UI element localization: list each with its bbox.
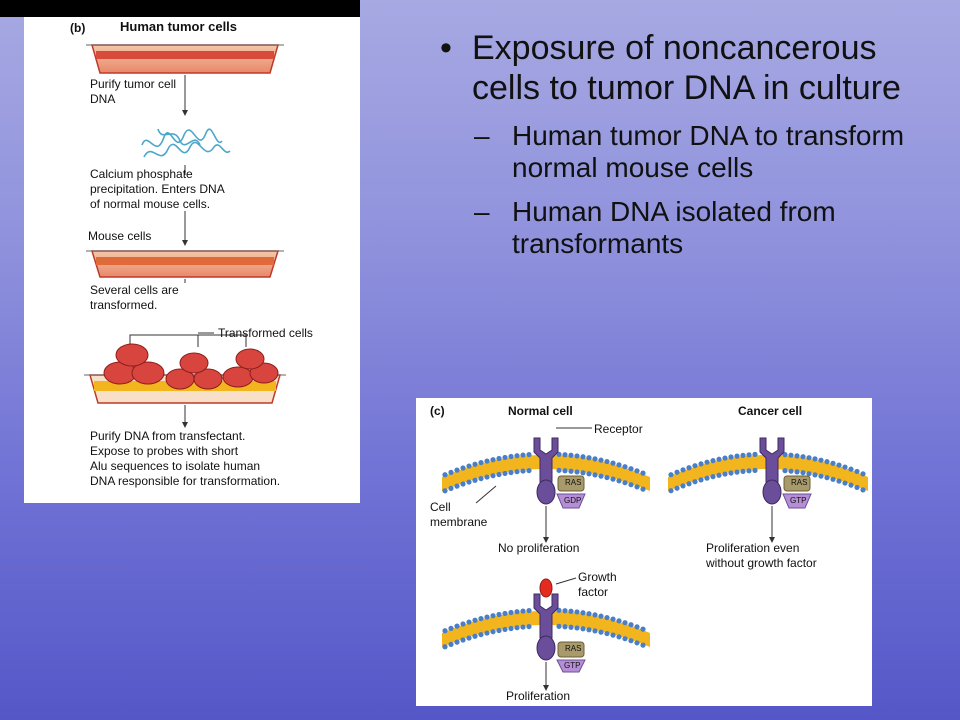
top-black-bar <box>0 0 360 17</box>
tumor-cell-dish <box>86 44 284 74</box>
no-proliferation-label: No proliferation <box>498 541 580 555</box>
bullet-sub-1: – Human tumor DNA to transform normal mo… <box>440 120 940 184</box>
step3-line2: transformed. <box>90 298 158 312</box>
growth-factor-line1: Growth <box>578 570 617 584</box>
step1-line2: DNA <box>90 92 116 106</box>
ras-label-cancer: RAS <box>791 478 808 487</box>
cancer-cell-membrane <box>668 451 868 494</box>
bullet-main: • Exposure of noncancerous cells to tumo… <box>440 28 940 108</box>
bullet-sub-2: – Human DNA isolated from transformants <box>440 196 940 260</box>
growth-factor-label: Growth factor <box>578 570 617 600</box>
panel-b-label: (b) <box>70 21 86 35</box>
step-purify-transfectant: Purify DNA from transfectant. Expose to … <box>90 429 280 489</box>
step2-line2: precipitation. Enters DNA <box>90 182 225 196</box>
dna-strands-graphic <box>141 128 231 158</box>
bullet-dash-icon: – <box>474 120 490 151</box>
gtp-label-bound: GTP <box>564 661 581 670</box>
panel-b-title: Human tumor cells <box>120 19 238 34</box>
growth-factor-receptor-icon <box>533 578 559 661</box>
step4-line4: DNA responsible for transformation. <box>90 474 281 488</box>
step4-line3: Alu sequences to isolate human <box>90 459 261 473</box>
panel-b-graphics <box>84 44 286 428</box>
cell-membrane-line1: Cell <box>430 500 451 514</box>
step-purify-tumor-dna: Purify tumor cell DNA <box>90 77 176 107</box>
step3-line1: Several cells are <box>90 283 179 297</box>
proliferation-even-line2: without growth factor <box>706 556 817 570</box>
step-several-transformed: Several cells are transformed. <box>90 283 179 313</box>
gdp-label: GDP <box>564 496 582 505</box>
transformed-cells-label: Transformed cells <box>218 326 313 340</box>
slide-bullets: • Exposure of noncancerous cells to tumo… <box>440 28 940 260</box>
gdp-tag-icon <box>556 493 586 509</box>
bullet-main-text: Exposure of noncancerous cells to tumor … <box>472 29 901 107</box>
ras-label-normal: RAS <box>565 478 582 487</box>
step1-line1: Purify tumor cell <box>90 77 177 91</box>
bullet-sub-1-text: Human tumor DNA to transform normal mous… <box>512 120 905 183</box>
step4-line1: Purify DNA from transfectant. <box>90 429 246 443</box>
cell-membrane-label: Cell membrane <box>430 500 487 530</box>
proliferation-even-label: Proliferation even without growth factor <box>706 541 817 571</box>
proliferation-even-line1: Proliferation even <box>706 541 800 555</box>
bullet-dash-icon: – <box>474 196 490 227</box>
growth-factor-cell-membrane <box>442 607 650 650</box>
bullet-sub-2-text: Human DNA isolated from transformants <box>512 196 836 259</box>
ras-gtp-icon <box>783 475 811 492</box>
normal-receptor-icon <box>533 437 559 505</box>
bullet-dot-icon: • <box>440 29 452 67</box>
ras-gdp-icon <box>557 475 585 492</box>
receptor-label: Receptor <box>594 422 643 436</box>
panel-c-ras-signaling-diagram: (c) Normal cell Cancer cell Receptor RAS… <box>416 398 872 706</box>
cell-membrane-line2: membrane <box>430 515 488 529</box>
panel-b-transfection-diagram: (b) Human tumor cells Purify tumor cell … <box>24 17 360 503</box>
step2-line3: of normal mouse cells. <box>90 197 211 211</box>
step2-line1: Calcium phosphate <box>90 167 193 181</box>
normal-cell-membrane <box>442 451 650 494</box>
transformed-cell-dish <box>84 343 286 404</box>
normal-cell-heading: Normal cell <box>508 404 573 418</box>
cancer-receptor-icon <box>759 437 785 505</box>
ras-label-bound: RAS <box>565 644 582 653</box>
panel-c-graphics <box>442 427 868 691</box>
gtp-label-cancer: GTP <box>790 496 807 505</box>
step4-line2: Expose to probes with short <box>90 444 239 458</box>
step-calcium-phosphate: Calcium phosphate precipitation. Enters … <box>90 167 225 212</box>
ras-gtp-bound-icon <box>557 641 585 658</box>
panel-c-label: (c) <box>430 404 445 418</box>
gtp-bound-tag-icon <box>556 659 586 673</box>
cancer-cell-heading: Cancer cell <box>738 404 803 418</box>
gtp-tag-icon <box>782 493 812 509</box>
proliferation-label: Proliferation <box>506 689 571 703</box>
mouse-cell-dish <box>86 250 284 278</box>
growth-factor-line2: factor <box>578 585 609 599</box>
mouse-cells-label: Mouse cells <box>88 229 152 243</box>
